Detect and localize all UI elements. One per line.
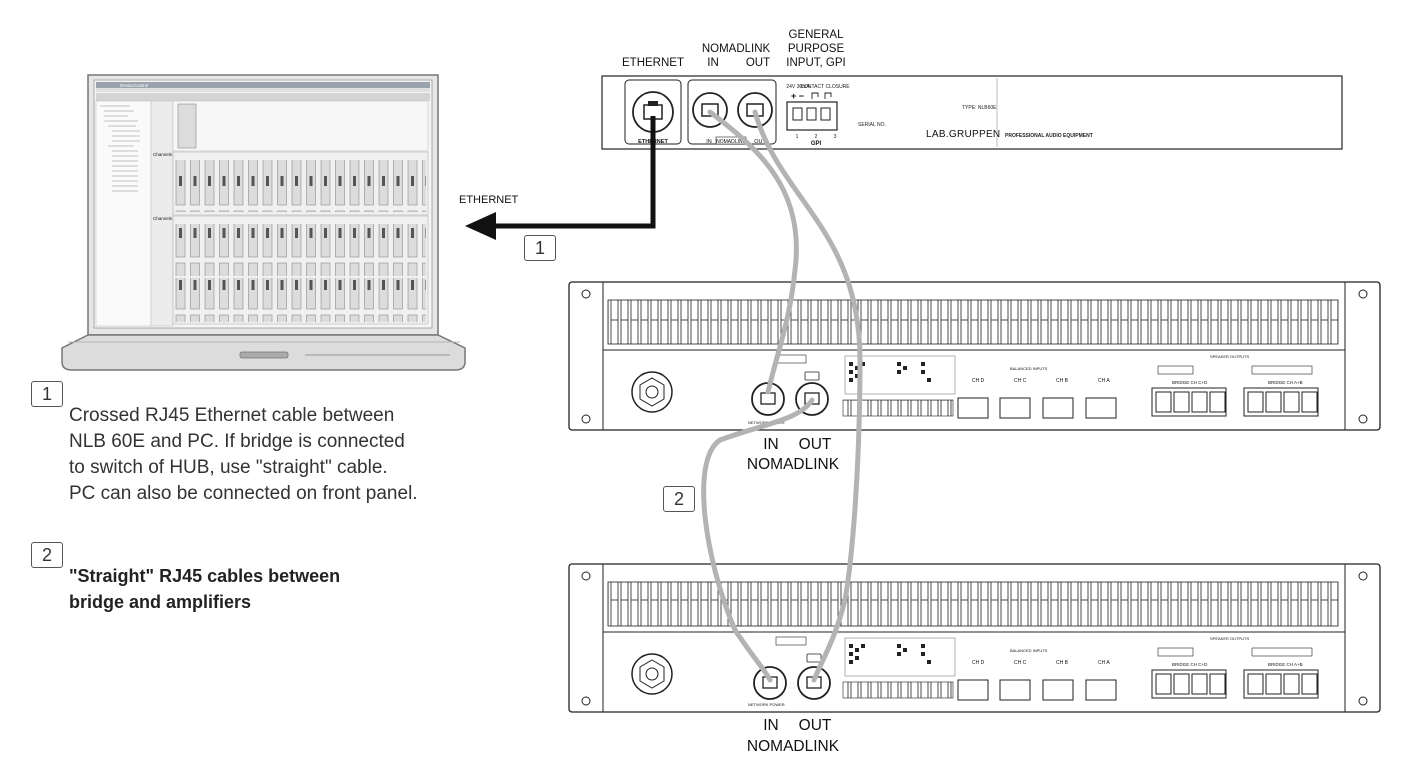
svg-text:+ −: + − bbox=[791, 91, 804, 101]
amp2-bridge-ab: BRIDGE CH A+B bbox=[1268, 662, 1303, 667]
cable-amp1-out-to-amp2-in bbox=[701, 397, 815, 683]
gpi-terminal: 24V 30mA CONTACT CLOSURE + − 1 2 3 GPI bbox=[786, 84, 850, 147]
amp1-out-label: OUT bbox=[799, 436, 832, 453]
note-1-line-2: NLB 60E and PC. If bridge is connected bbox=[69, 431, 405, 452]
nomadlink-cables bbox=[701, 109, 863, 683]
amp1-ch-a: CH A bbox=[1098, 378, 1110, 384]
out-label: OUT bbox=[746, 57, 770, 69]
amp1-nomadlink-label: NOMADLINK bbox=[747, 456, 840, 473]
gpi-pin-1: 1 bbox=[796, 134, 799, 140]
ethernet-cable bbox=[465, 116, 656, 240]
cable-bridge-in-to-amp1-in bbox=[707, 109, 799, 395]
note-2: "Straight" RJ45 cables between bridge an… bbox=[69, 563, 340, 615]
gpi-24v-label: 24V 30mA bbox=[786, 84, 810, 90]
gpi-label-3: INPUT, GPI bbox=[786, 57, 845, 69]
amp2-balanced-inputs: BALANCED INPUTS bbox=[1010, 648, 1048, 653]
amp2-ch-c: CH C bbox=[1014, 660, 1027, 666]
amp2-ch-b: CH B bbox=[1056, 660, 1069, 666]
badge-1-note: 1 bbox=[31, 381, 63, 407]
laptop-screen: DeviceControl Channels Channel bbox=[95, 82, 430, 327]
serial-no-label: SERIAL NO. bbox=[858, 122, 886, 128]
ethernet-arrow-icon bbox=[465, 212, 496, 240]
amp1-speaker-outputs: SPEAKER OUTPUTS bbox=[1210, 354, 1249, 359]
amp2-in-label: IN bbox=[763, 717, 779, 734]
nomadlink-label: NOMADLINK bbox=[702, 43, 771, 55]
note-2-line-1: "Straight" RJ45 cables between bbox=[69, 566, 341, 586]
gpi-label-1: GENERAL bbox=[789, 29, 845, 41]
amplifier-1: NETWORK POWER BALANCED INPUTS CH D CH C … bbox=[568, 281, 1381, 431]
amp2-nomadlink-label: NOMADLINK bbox=[747, 738, 840, 755]
note-1-line-3: to switch of HUB, use "straight" cable. bbox=[69, 457, 388, 478]
amp1-bridge-cd: BRIDGE CH C+D bbox=[1172, 380, 1208, 385]
screen-title: DeviceControl bbox=[120, 83, 148, 88]
badge-2-cables: 2 bbox=[663, 486, 695, 512]
ethernet-label: ETHERNET bbox=[622, 57, 684, 69]
amp2-network-power: NETWORK POWER bbox=[748, 702, 785, 707]
brand-logo-text: LAB.GRUPPEN bbox=[926, 129, 1000, 140]
amp1-balanced-inputs: BALANCED INPUTS bbox=[1010, 366, 1048, 371]
amp2-speaker-outputs: SPEAKER OUTPUTS bbox=[1210, 636, 1249, 641]
note-1-line-4: PC can also be connected on front panel. bbox=[69, 483, 418, 504]
amp1-bridge-ab: BRIDGE CH A+B bbox=[1268, 380, 1303, 385]
gpi-small-label: GPI bbox=[811, 141, 822, 147]
screen-panel-label-1: Channels bbox=[153, 152, 173, 157]
nlb60e-bridge: ETHERNET NOMADLINK IN OUT GENERAL PURPOS… bbox=[601, 29, 1343, 150]
badge-2-note: 2 bbox=[31, 542, 63, 568]
type-label: TYPE: NLB60E bbox=[962, 105, 997, 111]
amp1-channel-inputs: CH D CH C CH B CH A bbox=[957, 378, 1117, 419]
gpi-contact-label: CONTACT CLOSURE bbox=[800, 84, 850, 90]
bridge-out-port-label: OUT bbox=[754, 139, 766, 145]
amp1-ch-b: CH B bbox=[1056, 378, 1069, 384]
gpi-pin-2: 2 bbox=[815, 134, 818, 140]
gpi-pin-3: 3 bbox=[834, 134, 837, 140]
screen-panel-label-2: Channels bbox=[153, 216, 173, 221]
amplifier-2: NETWORK POWER BALANCED INPUTS CH D CH C … bbox=[568, 563, 1381, 713]
bridge-in-port-label: IN bbox=[706, 139, 712, 145]
amp1-in-label: IN bbox=[763, 436, 779, 453]
ethernet-arrow-label: ETHERNET bbox=[459, 194, 519, 206]
cable-bridge-out-to-amp2-out bbox=[752, 109, 863, 683]
note-1: Crossed RJ45 Ethernet cable between NLB … bbox=[69, 403, 418, 507]
amp1-ch-c: CH C bbox=[1014, 378, 1027, 384]
pro-audio-label: PROFESSIONAL AUDIO EQUIPMENT bbox=[1005, 133, 1093, 139]
bridge-nomadlink-port-label: NOMADLINK bbox=[716, 139, 746, 145]
amp2-ch-a: CH A bbox=[1098, 660, 1110, 666]
gpi-label-2: PURPOSE bbox=[788, 43, 845, 55]
amp1-ch-d: CH D bbox=[972, 378, 985, 384]
laptop: DeviceControl Channels Channel bbox=[61, 74, 466, 371]
in-label: IN bbox=[707, 57, 719, 69]
amp2-channel-inputs: CH D CH C CH B CH A bbox=[957, 660, 1117, 701]
note-2-line-2: bridge and amplifiers bbox=[69, 592, 252, 612]
amp2-ch-d: CH D bbox=[972, 660, 985, 666]
amp2-bridge-cd: BRIDGE CH C+D bbox=[1172, 662, 1208, 667]
amp2-out-label: OUT bbox=[799, 717, 832, 734]
note-1-line-1: Crossed RJ45 Ethernet cable between bbox=[69, 405, 395, 426]
badge-1-ethernet: 1 bbox=[524, 235, 556, 261]
